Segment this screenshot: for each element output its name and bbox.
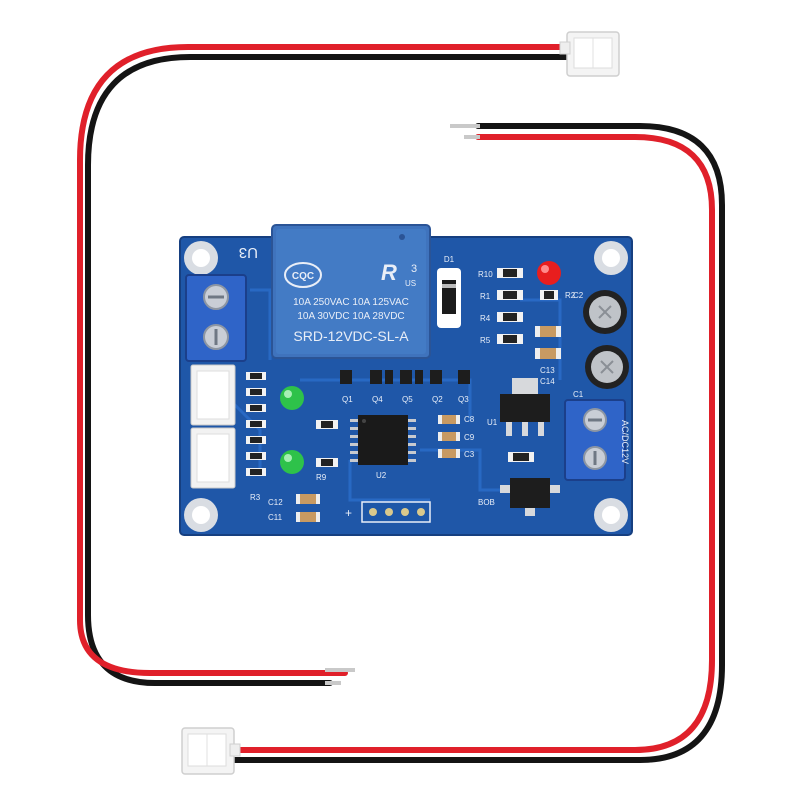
jst-connector-bottom [181,727,241,775]
pin-header: + [345,501,431,523]
relay-number: 3 [411,263,417,275]
svg-text:C12: C12 [268,498,283,507]
relay-ul-mark: R [381,260,397,285]
led-green-1 [280,386,304,410]
wire-red-left [77,44,578,676]
svg-text:C11: C11 [268,513,283,522]
svg-text:C13: C13 [540,366,555,375]
ic-u2: U2 [350,415,416,480]
svg-text:Q2: Q2 [432,395,443,404]
wire-black-right [227,123,725,763]
label-u3: U3 [239,244,258,261]
svg-text:R9: R9 [316,473,327,482]
svg-text:R1: R1 [480,292,491,301]
wire-black-left [85,54,578,686]
jst-socket-1 [190,364,236,426]
led-green-2 [280,450,304,474]
jst-connector-top [559,31,620,77]
svg-text:BOB: BOB [478,498,495,507]
svg-text:U2: U2 [376,471,387,480]
jst-socket-2 [190,427,236,489]
svg-text:C1: C1 [573,390,584,399]
capacitor-c1: C1 [573,345,629,399]
smd-capacitors-bottom: C12 C11 [268,494,320,522]
wire-harness-left [77,44,578,686]
wire-tips [325,124,480,685]
screw-terminal-left [185,274,247,362]
svg-text:C3: C3 [464,450,475,459]
smd-capacitors-right: C13 C14 [535,326,561,386]
screw-terminal-power: AC/DC12V [564,399,630,481]
svg-text:R4: R4 [480,314,491,323]
svg-text:C2: C2 [573,291,584,300]
svg-text:R10: R10 [478,270,493,279]
transistor-row: Q1 Q4 Q5 Q2 Q3 [340,370,470,404]
svg-text:Q5: Q5 [402,395,413,404]
svg-text:+: + [345,506,352,520]
pcb-board: U3 CQC R 3 US 10A 250VAC 10A 125VAC 10A … [179,224,633,536]
label-power: AC/DC12V [620,420,630,464]
wire-red-right [227,134,715,753]
relay-logo: CQC [292,271,314,282]
svg-text:D1: D1 [444,255,455,264]
smd-resistors-left: R3 [246,372,266,502]
component-bob: BOB [478,452,560,516]
relay-model: SRD-12VDC-SL-A [293,328,409,344]
svg-text:C8: C8 [464,415,475,424]
svg-text:Q1: Q1 [342,395,353,404]
smd-resistors-column: R10 R1 R4 R5 [478,268,523,345]
svg-text:R2: R2 [565,291,576,300]
regulator-u1: U1 [487,378,550,436]
svg-text:R3: R3 [250,493,261,502]
smd-capacitors-mid: C8 C9 C3 [438,415,475,459]
relay-module: CQC R 3 US 10A 250VAC 10A 125VAC 10A 30V… [271,224,431,359]
wire-harness-right [227,123,725,763]
capacitor-c2: C2 [573,290,627,334]
svg-text:C9: C9 [464,433,475,442]
diode-d1: D1 [437,255,461,328]
svg-text:Q3: Q3 [458,395,469,404]
led-red [537,261,561,285]
mounting-holes [184,241,628,532]
svg-text:C14: C14 [540,377,555,386]
relay-rating-2: 10A 30VDC 10A 28VDC [297,311,404,322]
svg-text:U1: U1 [487,418,498,427]
relay-us-mark: US [405,279,416,288]
relay-rating-1: 10A 250VAC 10A 125VAC [293,297,409,308]
svg-text:Q4: Q4 [372,395,383,404]
svg-text:R5: R5 [480,336,491,345]
